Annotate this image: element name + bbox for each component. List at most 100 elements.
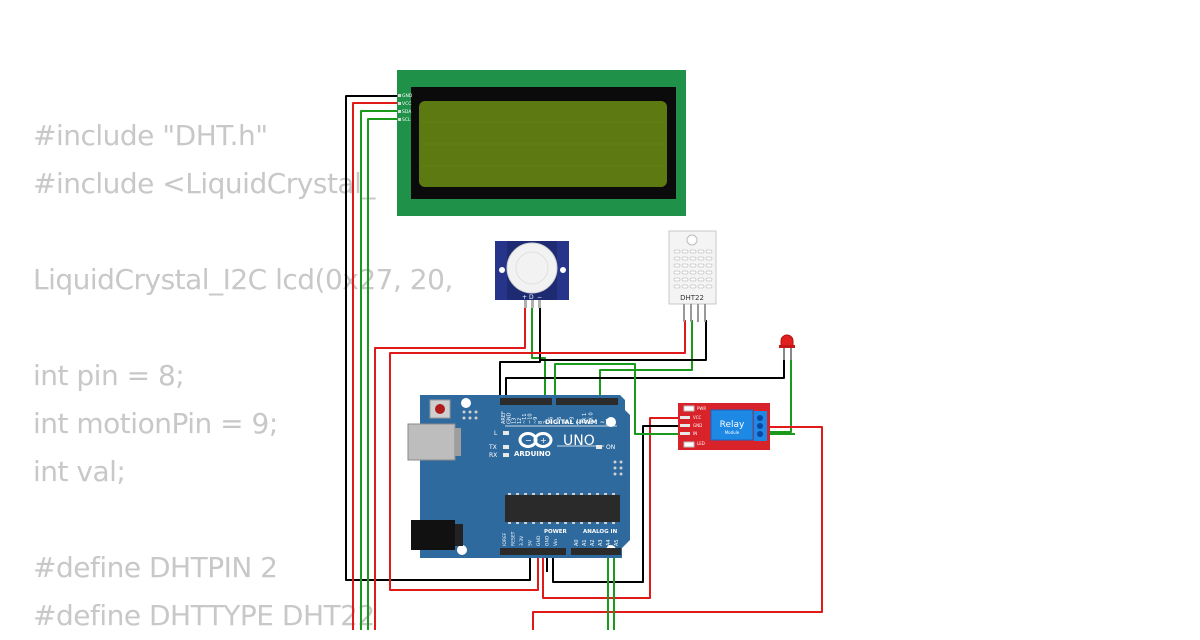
digital-pin-label: GND [506, 412, 512, 424]
dht-label: DHT22 [680, 294, 704, 302]
analog-header[interactable] [571, 548, 621, 555]
wire-lcd-extra [374, 305, 526, 630]
code-line: LiquidCrystal_I2C lcd(0x27, 20, [33, 263, 453, 296]
on-label: ON [606, 444, 615, 451]
code-line: int pin = 8; [33, 359, 185, 392]
digital-pin-label: ~6 [549, 417, 555, 424]
analog-pin-label: A5 [614, 539, 620, 546]
digital-pin-label: ~5 [557, 417, 563, 424]
power-pin-label: 3.3V [519, 535, 525, 546]
pir-pin-minus: − [537, 294, 542, 301]
red-led[interactable] [779, 334, 795, 360]
wire-lcd-vcc [352, 102, 402, 630]
analog-pin-label: A2 [590, 539, 596, 546]
code-line: #define DHTPIN 2 [33, 551, 278, 584]
svg-text:−: − [525, 436, 532, 445]
power-header[interactable] [500, 548, 566, 555]
code-line: #include <LiquidCrystal_ [33, 167, 375, 200]
code-line: #define DHTTYPE DHT22 [33, 599, 375, 632]
digital-pin-label: ~9 [533, 417, 539, 424]
arduino-model: UNO [563, 433, 595, 449]
wire-relay-gnd [552, 425, 680, 583]
wire-lcd-sda [360, 110, 402, 630]
digital-pin-label: 8 [538, 421, 544, 424]
power-pin-label: IOREF [502, 532, 508, 546]
dht22-sensor[interactable]: DHT22 [668, 230, 717, 322]
digital-pin-label: TX 1 [582, 413, 588, 425]
digital-pin-label: AREF [501, 411, 507, 424]
atmega-chip [505, 495, 620, 522]
wire-led-signal [770, 358, 792, 433]
arduino-logo-text: ARDUINO [514, 450, 551, 458]
analog-pin-label: A0 [574, 539, 580, 546]
digital-pin-label: 13 [512, 418, 518, 424]
wire-dht-vcc [389, 320, 686, 591]
wire-pir-gnd [499, 305, 541, 400]
relay-module[interactable]: Relay Module PWR VCC GND IN LED [678, 403, 770, 450]
analog-pin-label: A1 [582, 539, 588, 546]
l-label: L [494, 430, 498, 437]
relay-title: Relay [720, 420, 745, 430]
svg-text:+: + [540, 436, 547, 445]
lcd-pin-gnd: GND [402, 93, 413, 99]
digital-pin-label: ~11 [522, 413, 528, 424]
digital-pin-label: 2 [576, 421, 582, 424]
analog-label: ANALOG IN [583, 529, 618, 535]
lcd-display[interactable]: GND VCC SDA SCL [397, 70, 686, 216]
power-pin-label: GND [536, 535, 542, 546]
lcd-pin-labels: GND VCC SDA SCL [402, 93, 413, 123]
power-pin-label: RESET [511, 531, 517, 546]
dht-grille [673, 249, 713, 289]
power-label: POWER [544, 529, 568, 535]
pir-dome [506, 242, 558, 294]
dht-mount-hole [686, 234, 698, 246]
lcd-pin-vcc: VCC [402, 101, 411, 107]
wire-lcd-scl [367, 118, 402, 630]
digital-pin-label: ~10 [528, 413, 534, 424]
rx-label: RX [489, 452, 497, 459]
wire-dht-data [599, 320, 693, 400]
power-pin-label: Vin [553, 539, 559, 546]
power-pin-label: 5V [528, 539, 534, 546]
pir-pin-labels: + D − [522, 294, 542, 301]
led-body [780, 334, 794, 347]
pir-sensor[interactable]: + D − [495, 241, 569, 308]
digital-pin-label: ~3 [570, 417, 576, 424]
digital-pin-label: 4 [563, 421, 569, 424]
code-line: int motionPin = 9; [33, 407, 278, 440]
wires [345, 95, 823, 630]
relay-pin-gnd: GND [693, 423, 702, 428]
power-jack [411, 520, 455, 550]
wire-led-gnd [505, 358, 785, 400]
power-pin-label: GND [545, 535, 551, 546]
digital-header-1[interactable] [500, 398, 552, 405]
arduino-logo: − + [518, 432, 553, 448]
digital-pin-label: RX 0 [589, 412, 595, 424]
relay-pin-in: IN [693, 431, 697, 436]
wire-lcd-gnd [345, 95, 531, 581]
pir-pin-d: D [529, 294, 534, 301]
digital-label: DIGITAL (PWM ~) [545, 418, 608, 426]
lcd-pin-sda: SDA [402, 109, 412, 115]
relay-pin-pwr: PWR [697, 406, 706, 411]
relay-pin-led: LED [697, 441, 705, 446]
code-line: #include "DHT.h" [33, 119, 268, 152]
wire-relay-no [532, 426, 823, 630]
digital-header-2[interactable] [556, 398, 618, 405]
code-editor-text: #include "DHT.h" #include <LiquidCrystal_… [33, 112, 453, 640]
wire-dht-gnd [540, 320, 707, 361]
relay-pin-vcc: VCC [693, 415, 702, 420]
relay-subtitle: Module [725, 430, 740, 435]
digital-pin-label: 12 [517, 418, 523, 424]
code-line: int val; [33, 455, 126, 488]
usb-port [407, 423, 456, 461]
lcd-pin-scl: SCL [402, 117, 411, 123]
digital-pin-label: 7 [543, 421, 549, 424]
analog-pin-label: A3 [598, 539, 604, 546]
wire-relay-in [554, 363, 680, 435]
